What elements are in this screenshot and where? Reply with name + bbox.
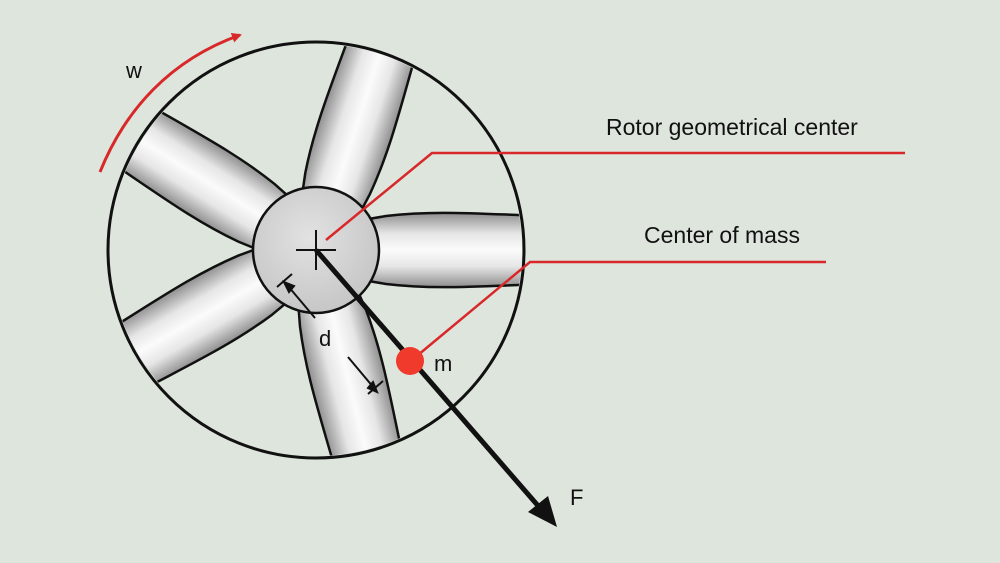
- force-arrowhead-icon: [528, 496, 557, 527]
- center-of-mass-leader: [417, 260, 826, 356]
- force-vector-line: [314, 248, 542, 510]
- blade-top: [298, 44, 421, 227]
- center-cross-icon: [296, 230, 336, 270]
- center-of-mass-dot: [396, 347, 424, 375]
- blade-bottom: [295, 275, 407, 456]
- rotation-label: w: [125, 58, 142, 83]
- geometrical-center-leader: [325, 151, 905, 241]
- center-of-mass-label: Center of mass: [644, 222, 800, 248]
- rotor-housing-circle: [106, 40, 526, 460]
- geometrical-center-label: Rotor geometrical center: [606, 114, 858, 140]
- force-label: F: [570, 485, 583, 510]
- blades: [110, 44, 522, 456]
- blade-lower-left: [110, 241, 302, 397]
- blade-right: [349, 211, 522, 289]
- distance-label: d: [319, 326, 331, 351]
- mass-label: m: [434, 351, 452, 376]
- distance-dimension: [276, 273, 384, 395]
- rotation-arrow-icon: [98, 32, 242, 173]
